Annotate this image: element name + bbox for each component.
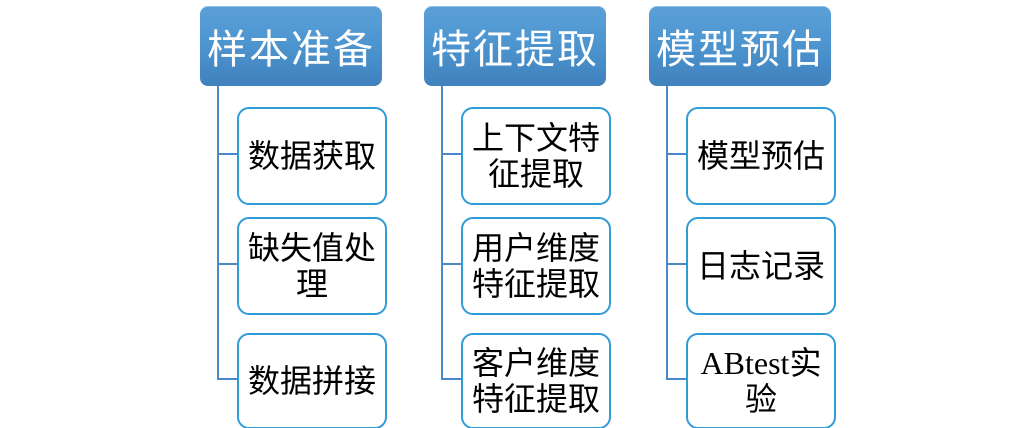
child-node-box: 模型预估	[686, 107, 836, 205]
child-node-label: 用户维度特征提取	[471, 229, 600, 302]
connector-branch-line	[217, 153, 237, 155]
column-header-box: 特征提取	[424, 6, 606, 86]
child-node-box: 数据拼接	[237, 333, 387, 428]
column-header-label: 特征提取	[431, 27, 599, 72]
child-node-label: 上下文特征提取	[471, 119, 600, 192]
connector-branch-line	[666, 263, 686, 265]
connector-vertical-line	[441, 86, 443, 379]
child-node-label: 数据拼接	[247, 362, 376, 399]
column-header-box: 模型预估	[649, 6, 831, 86]
connector-branch-line	[441, 153, 461, 155]
child-node-box: 缺失值处理	[237, 217, 387, 315]
column-header-label: 模型预估	[656, 27, 824, 72]
diagram-column-model-prediction: 模型预估 模型预估 日志记录 ABtest实验	[649, 0, 879, 428]
connector-branch-line	[441, 263, 461, 265]
diagram-column-feature-extraction: 特征提取 上下文特征提取 用户维度特征提取 客户维度特征提取	[424, 0, 654, 428]
child-node-box: 用户维度特征提取	[461, 217, 611, 315]
child-node-label: 数据获取	[247, 137, 376, 174]
child-node-label: 缺失值处理	[247, 229, 376, 302]
child-node-box: 数据获取	[237, 107, 387, 205]
diagram-column-sample-preparation: 样本准备 数据获取 缺失值处理 数据拼接	[200, 0, 430, 428]
child-node-box: 客户维度特征提取	[461, 333, 611, 428]
child-node-label: 模型预估	[696, 137, 825, 174]
connector-branch-line	[666, 378, 686, 380]
connector-vertical-line	[217, 86, 219, 379]
connector-branch-line	[217, 378, 237, 380]
connector-branch-line	[441, 378, 461, 380]
connector-branch-line	[217, 263, 237, 265]
column-header-box: 样本准备	[200, 6, 382, 86]
child-node-box: 日志记录	[686, 217, 836, 315]
child-node-box: 上下文特征提取	[461, 107, 611, 205]
connector-vertical-line	[666, 86, 668, 379]
child-node-box: ABtest实验	[686, 333, 836, 428]
child-node-label: 客户维度特征提取	[471, 344, 600, 417]
child-node-label: 日志记录	[696, 247, 825, 284]
child-node-label: ABtest实验	[700, 344, 822, 417]
connector-branch-line	[666, 153, 686, 155]
column-header-label: 样本准备	[207, 27, 375, 72]
